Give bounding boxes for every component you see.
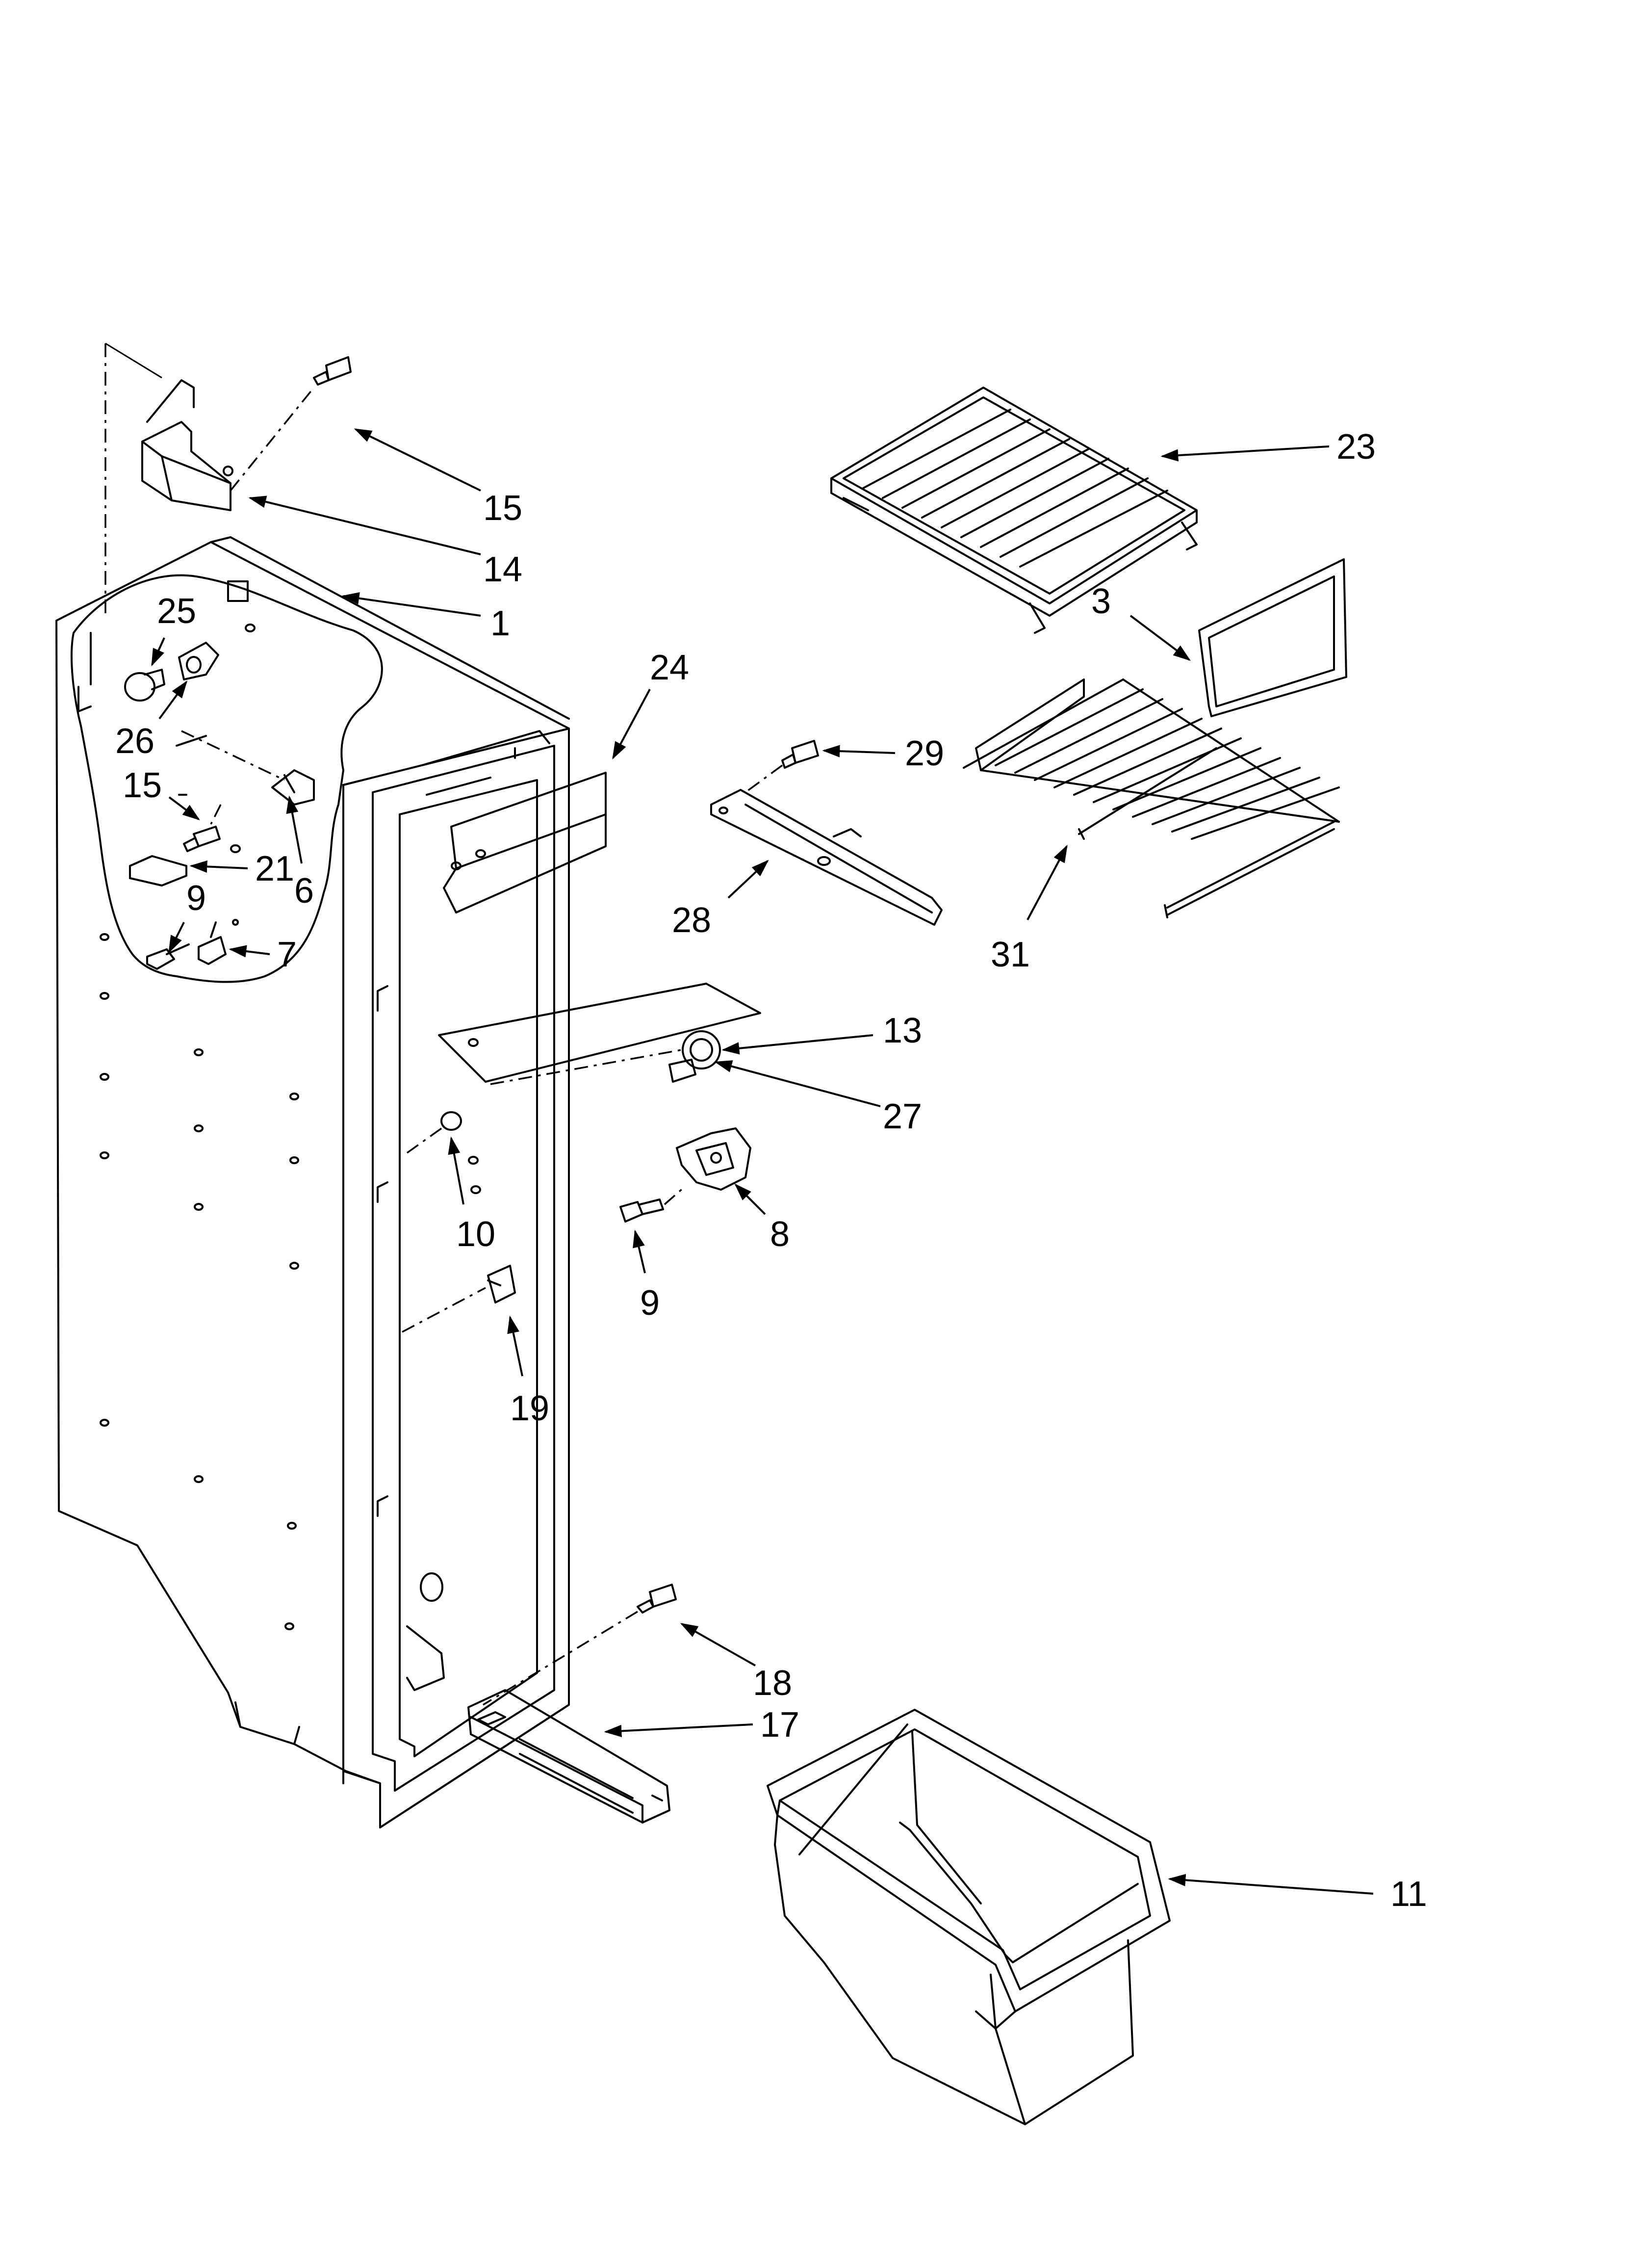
leader-10 xyxy=(448,1136,464,1205)
knob-part xyxy=(676,1127,751,1191)
screw-shelf-part xyxy=(781,740,819,769)
callout-15b: 15 xyxy=(123,766,162,805)
shelf-support-part xyxy=(710,789,943,926)
leader-18 xyxy=(680,1623,756,1667)
leader-21 xyxy=(189,860,248,873)
leader-28 xyxy=(727,860,769,899)
callout-29: 29 xyxy=(905,734,944,773)
leader-9a xyxy=(168,922,185,954)
top-shelf-part xyxy=(830,387,1198,634)
leader-lines xyxy=(151,428,1374,1895)
callout-18: 18 xyxy=(753,1664,792,1703)
screw-lower-part xyxy=(637,1584,677,1614)
leader-25 xyxy=(151,637,165,667)
leader-24 xyxy=(612,689,651,760)
freezer-liner-part xyxy=(55,536,570,1828)
switch-lower-part xyxy=(487,1265,516,1303)
callout-26: 26 xyxy=(115,722,154,761)
screw-right-part xyxy=(619,1199,664,1223)
control-mount-part xyxy=(438,983,761,1083)
callout-9a: 9 xyxy=(186,879,206,918)
leader-13 xyxy=(721,1034,873,1055)
leader-31 xyxy=(1026,844,1068,920)
leader-6 xyxy=(286,795,303,864)
callout-28: 28 xyxy=(672,901,711,940)
callout-3: 3 xyxy=(1091,582,1111,621)
callout-31: 31 xyxy=(991,935,1030,974)
leader-19 xyxy=(507,1315,523,1377)
callout-10: 10 xyxy=(456,1215,495,1254)
freezer-bin-part xyxy=(767,1709,1171,2125)
callout-23: 23 xyxy=(1336,427,1376,467)
leader-15b xyxy=(168,796,200,821)
leader-3 xyxy=(1129,615,1191,661)
leader-29 xyxy=(822,745,896,757)
clip-part xyxy=(198,919,239,965)
plug-part xyxy=(440,1111,462,1131)
switch-part xyxy=(271,769,315,806)
callout-1: 1 xyxy=(490,604,510,643)
callout-8: 8 xyxy=(770,1215,790,1254)
plate-part xyxy=(129,855,187,886)
callout-13: 13 xyxy=(883,1011,922,1050)
screw-mid-part xyxy=(183,826,221,852)
cutaway-outline xyxy=(70,574,383,983)
leader-8 xyxy=(734,1183,766,1215)
callout-19: 19 xyxy=(510,1389,549,1428)
leader-7 xyxy=(229,945,270,958)
screw-top-part xyxy=(313,356,352,386)
screw-left-part xyxy=(146,943,190,970)
callout-27: 27 xyxy=(883,1097,922,1136)
callout-25: 25 xyxy=(157,592,196,631)
light-socket-part xyxy=(178,642,219,680)
leader-26 xyxy=(158,680,188,720)
leader-23 xyxy=(1160,445,1330,462)
callout-9b: 9 xyxy=(640,1283,660,1323)
callout-7: 7 xyxy=(277,935,297,974)
leader-17 xyxy=(604,1723,753,1737)
bracket-part xyxy=(141,379,233,511)
callout-14: 14 xyxy=(483,550,522,589)
callout-15a: 15 xyxy=(483,489,522,528)
callout-11: 11 xyxy=(1390,1875,1427,1914)
leader-14 xyxy=(248,495,481,555)
bulb-part xyxy=(124,669,165,702)
lower-shelf-part xyxy=(963,678,1340,918)
callout-6: 6 xyxy=(294,871,314,911)
leader-9b xyxy=(633,1229,646,1274)
leader-1 xyxy=(341,592,481,617)
leader-11 xyxy=(1168,1874,1374,1895)
leader-15a xyxy=(354,428,481,492)
callout-labels: 1 3 6 7 8 9 9 10 11 13 14 15 15 17 18 19… xyxy=(115,427,1427,1914)
callout-24: 24 xyxy=(650,648,689,687)
callout-17: 17 xyxy=(760,1705,799,1745)
shelf-frame-part xyxy=(1198,558,1347,717)
bottom-trim-part xyxy=(467,1689,670,1824)
leader-27 xyxy=(714,1060,881,1107)
callout-21: 21 xyxy=(255,849,294,888)
light-shield-part xyxy=(443,772,607,913)
